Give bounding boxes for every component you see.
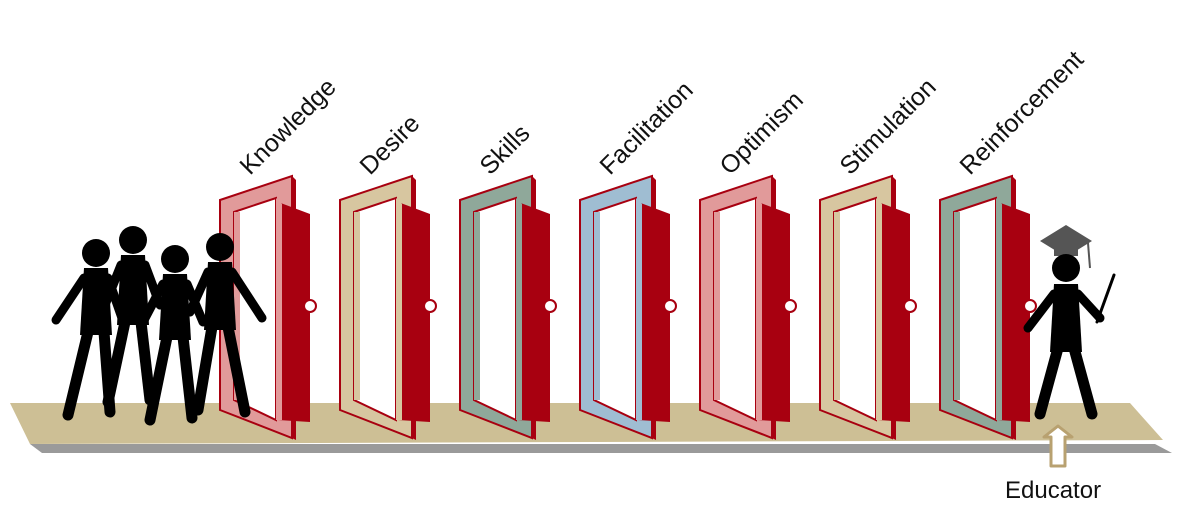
door-opening-edge	[474, 212, 480, 400]
door-label: Optimism	[714, 86, 808, 180]
door-skills: Skills	[459, 119, 557, 440]
door-opening	[473, 196, 517, 422]
door-panel-edge	[636, 198, 642, 420]
floor-shadow	[30, 444, 1172, 453]
door-label: Reinforcement	[954, 45, 1089, 180]
door-knob	[543, 299, 557, 313]
door-panel	[278, 202, 310, 422]
door-opening	[833, 196, 877, 422]
educator-label: Educator	[1005, 477, 1101, 504]
door-panel-edge	[756, 198, 762, 420]
door-opening	[353, 196, 397, 422]
door-knob	[903, 299, 917, 313]
student-figure	[138, 245, 208, 426]
door-knob	[663, 299, 677, 313]
door-knob	[783, 299, 797, 313]
door-opening-edge	[594, 212, 600, 400]
door-knob	[1023, 299, 1037, 313]
door-label: Stimulation	[834, 73, 941, 180]
door-panel	[878, 202, 910, 422]
door-knob	[423, 299, 437, 313]
student-figure	[185, 233, 267, 418]
door-knob	[303, 299, 317, 313]
door-panel	[638, 202, 670, 422]
door-opening-edge	[954, 212, 960, 400]
door-stimulation: Stimulation	[819, 73, 942, 440]
door-panel-edge	[396, 198, 402, 420]
graduate-educator-icon	[1023, 225, 1116, 420]
door-label: Knowledge	[234, 73, 341, 180]
door-desire: Desire	[339, 109, 437, 440]
door-opening	[953, 196, 997, 422]
door-panel	[998, 202, 1030, 422]
door-panel-edge	[996, 198, 1002, 420]
student-figure	[98, 226, 165, 408]
door-facilitation: Facilitation	[579, 76, 699, 440]
mortarboard	[1040, 225, 1092, 257]
students-group-icon	[51, 226, 267, 426]
door-opening	[593, 196, 637, 422]
door-opening-edge	[714, 212, 720, 400]
door-label: Skills	[474, 119, 535, 180]
door-opening	[713, 196, 757, 422]
up-arrow-icon	[1042, 424, 1074, 468]
door-panel	[518, 202, 550, 422]
door-optimism: Optimism	[699, 86, 809, 440]
door-panel	[758, 202, 790, 422]
door-opening-edge	[834, 212, 840, 400]
door-label: Facilitation	[594, 76, 698, 180]
door-panel-edge	[516, 198, 522, 420]
door-panel-edge	[876, 198, 882, 420]
door-label: Desire	[354, 109, 425, 180]
door-panel	[398, 202, 430, 422]
door-panel-edge	[276, 198, 282, 420]
door-opening-edge	[354, 212, 360, 400]
